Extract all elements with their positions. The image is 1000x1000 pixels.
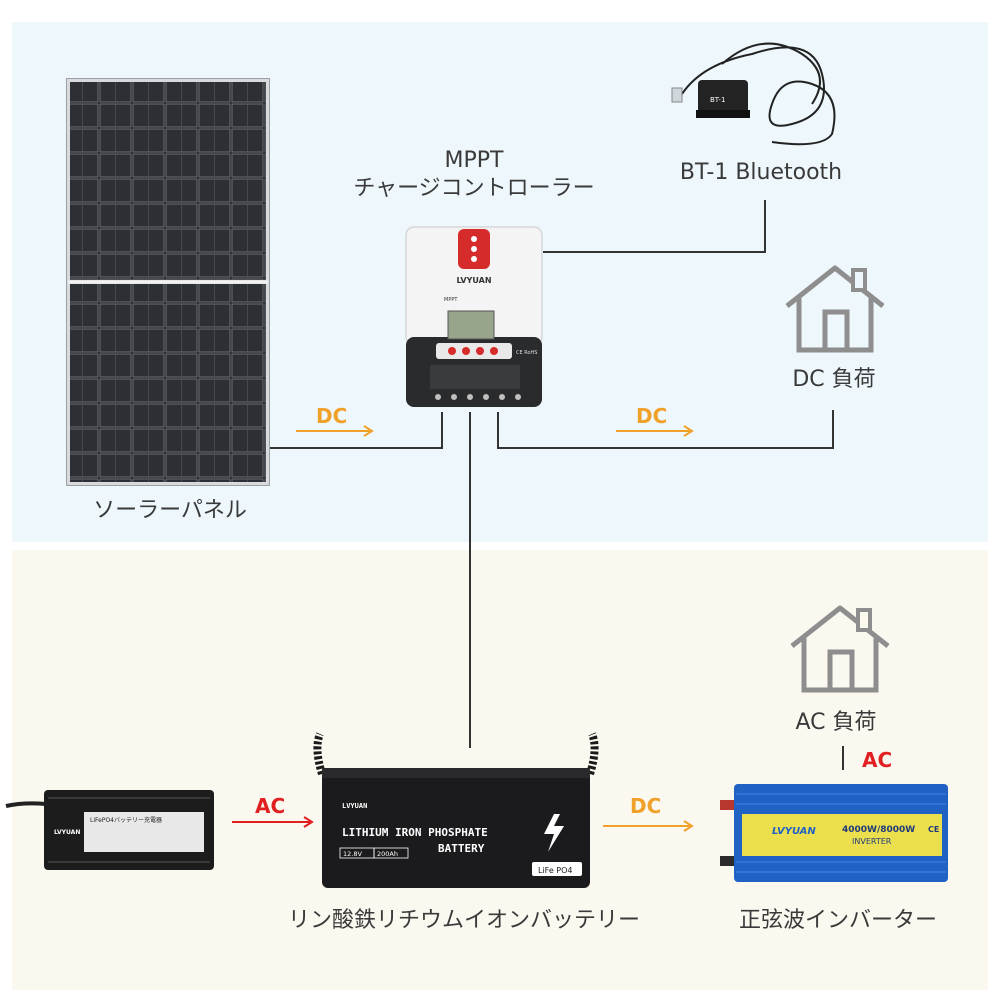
controller-label-line1: MPPT (444, 148, 504, 173)
controller-to-dc-load-wire (497, 410, 834, 449)
controller-to-bt-wire (543, 200, 766, 253)
controller-brand-text: LVYUAN (456, 276, 491, 285)
battery-charger-image: LiFePO4バッテリー充電器 LVYUAN (5, 790, 214, 870)
battery-image: LVYUAN LITHIUM IRON PHOSPHATE BATTERY 12… (313, 732, 599, 888)
controller-cert-text: CE RoHS (516, 350, 537, 356)
controller-label-line2: チャージコントローラー (353, 176, 595, 201)
inverter-power-text: 4000W/8000W (842, 825, 915, 835)
solar-panel-label: ソーラーパネル (93, 498, 247, 523)
charger-label-text: LiFePO4バッテリー充電器 (90, 816, 162, 824)
inverter-cert-text: CE (928, 825, 939, 834)
inverter-image: LVYUAN 4000W/8000W INVERTER CE (720, 784, 948, 882)
inverter-brand-text: LVYUAN (772, 826, 816, 837)
dc-flow-label-solar: DC (316, 404, 348, 428)
inverter-type-text: INVERTER (852, 837, 892, 846)
lightning-icon (544, 814, 564, 852)
ac-flow-label-inverter: AC (862, 748, 893, 772)
dc-flow-label-inverter: DC (630, 794, 662, 818)
battery-title-line1: LITHIUM IRON PHOSPHATE (342, 826, 488, 839)
dc-flow-label-load: DC (636, 404, 668, 428)
battery-label: リン酸鉄リチウムイオンバッテリー (287, 908, 641, 933)
ac-flow-label-charger: AC (255, 794, 286, 818)
ac-load-house-icon (790, 605, 890, 693)
mppt-controller-image: LVYUAN MPPT CE RoHS (405, 226, 543, 407)
battery-brand-text: LVYUAN (342, 802, 367, 810)
battery-voltage-text: 12.8V (343, 850, 362, 858)
bt-module-text: BT-1 (710, 96, 725, 104)
charger-brand-text: LVYUAN (54, 829, 80, 836)
ac-load-label: AC 負荷 (795, 710, 877, 735)
battery-chem-text: LiFe PO4 (538, 866, 573, 875)
battery-capacity-text: 200Ah (377, 850, 398, 858)
controller-model-text: MPPT (444, 297, 458, 303)
solar-panel-image (66, 78, 270, 486)
bluetooth-label: BT-1 Bluetooth (679, 160, 843, 185)
dc-load-label: DC 負荷 (792, 367, 876, 392)
panel-to-controller-wire (268, 412, 443, 449)
battery-title-line2: BATTERY (438, 842, 485, 855)
inverter-label: 正弦波インバーター (738, 908, 938, 933)
bluetooth-module-image: BT-1 (671, 42, 836, 146)
dc-load-house-icon (785, 265, 885, 353)
